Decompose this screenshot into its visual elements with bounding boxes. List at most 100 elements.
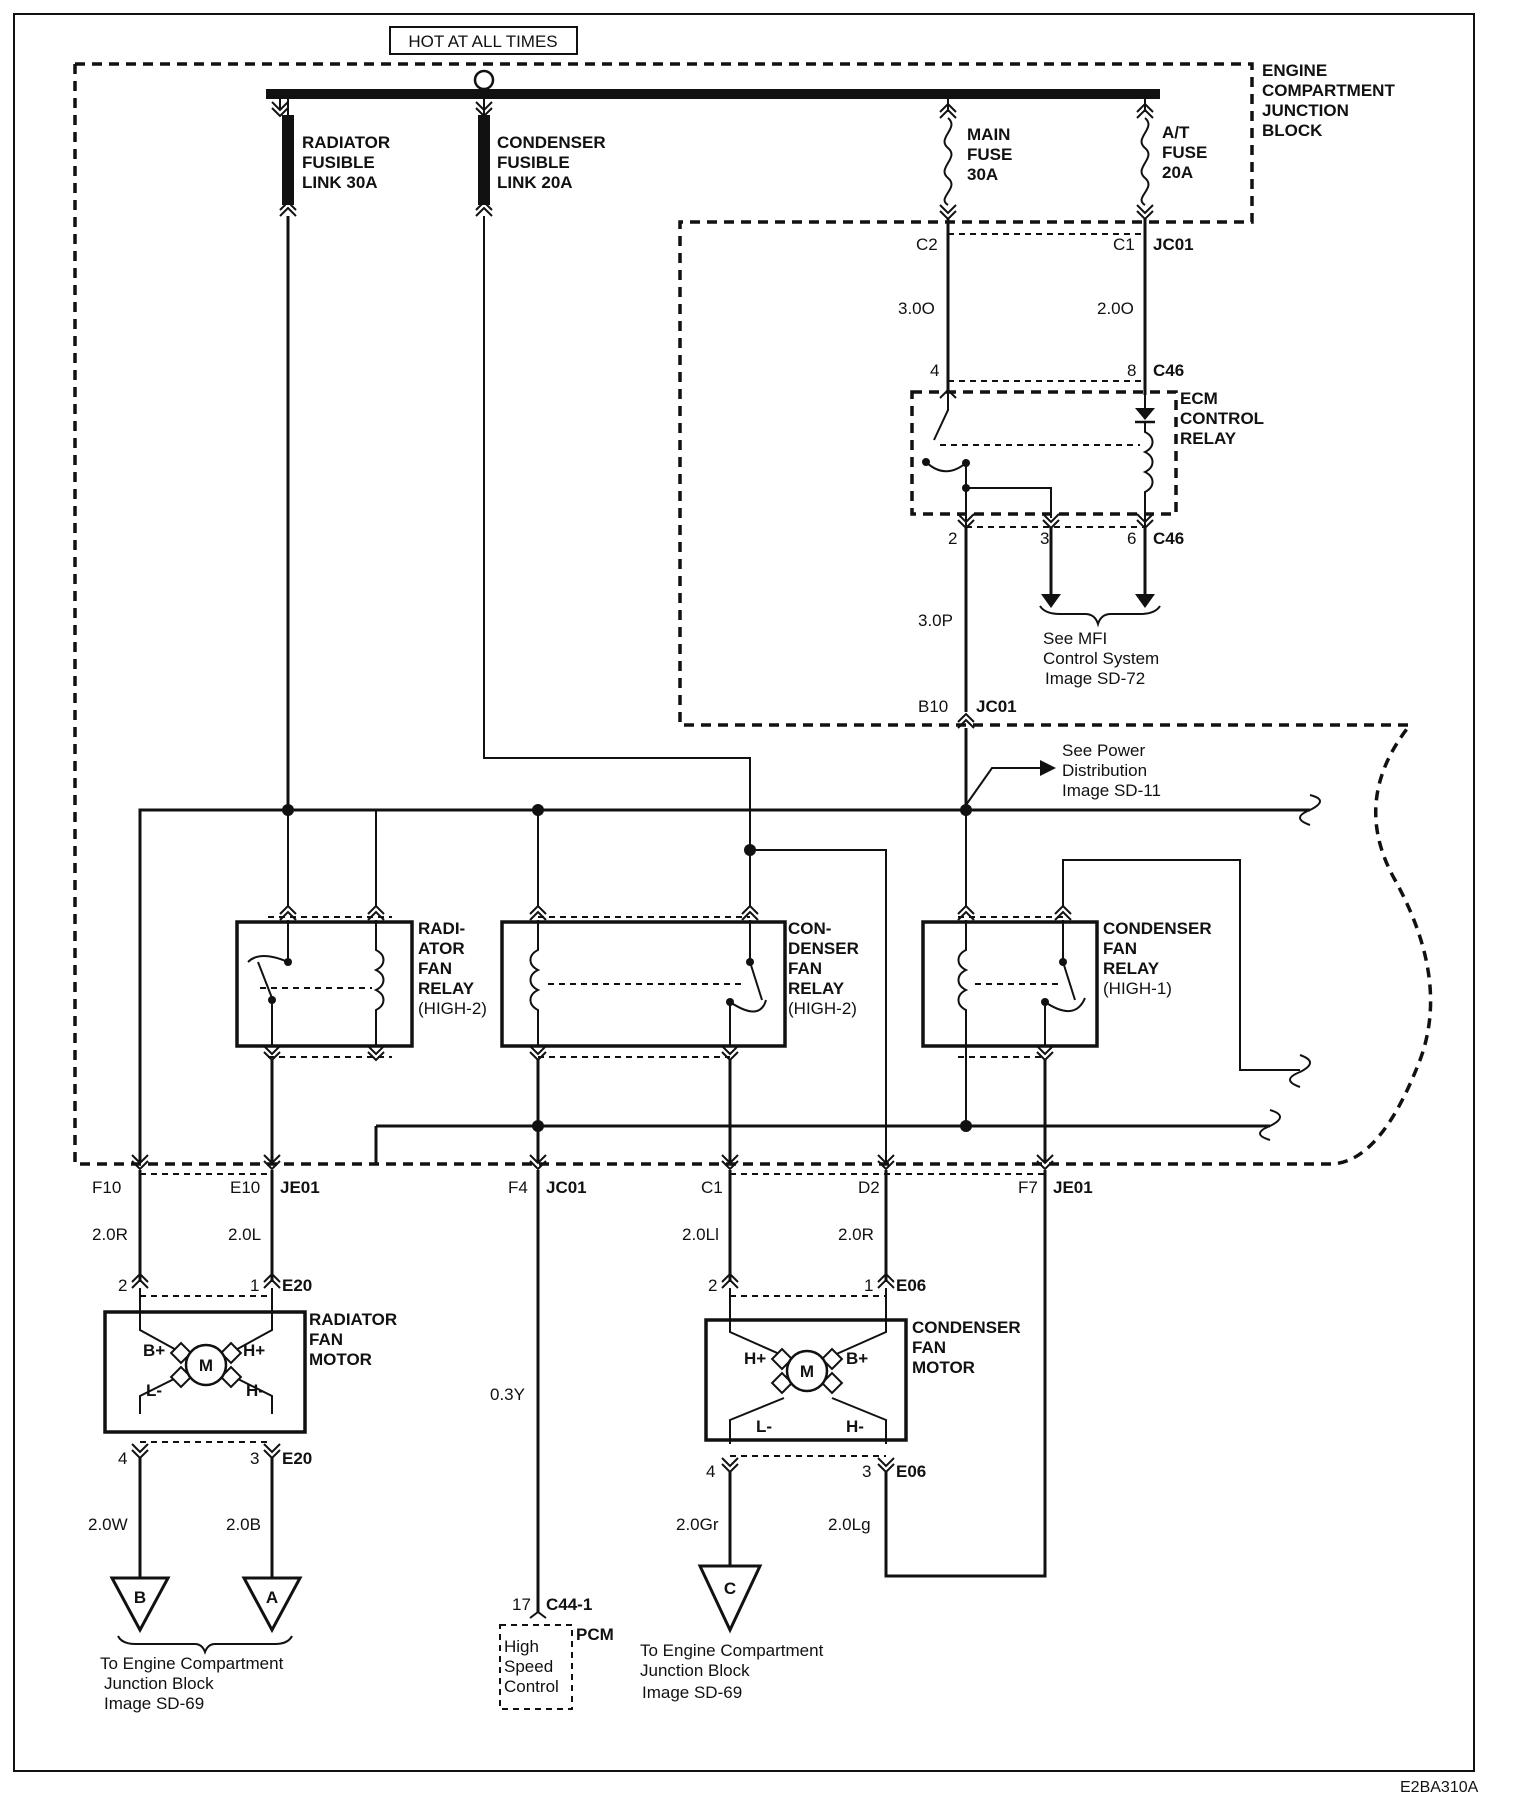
svg-text:High: High (504, 1637, 539, 1656)
mfi-brace (1039, 605, 1161, 628)
svg-text:RELAY: RELAY (1180, 429, 1237, 448)
svg-text:RELAY: RELAY (788, 979, 845, 998)
page-frame (13, 13, 1475, 1772)
connector-c2: C2 (916, 235, 938, 254)
wire-label-2.0R-right: 2.0R (838, 1225, 874, 1244)
ground-c-label: C (724, 1579, 736, 1598)
power-distribution-arrow (1040, 760, 1056, 776)
main-fuse-label: MAIN FUSE 30A (967, 125, 1012, 184)
condenser-fan-motor-label: CONDENSER FAN MOTOR (912, 1318, 1021, 1377)
condenser-fan-relay-high1 (921, 920, 1099, 1048)
bus-break-1 (1299, 794, 1321, 826)
svg-text:Junction Block: Junction Block (640, 1661, 750, 1680)
pin-2: 2 (948, 529, 957, 548)
condenser-motor-b-plus: B+ (846, 1349, 868, 1368)
svg-text:RADI-: RADI- (418, 919, 465, 938)
wire-label-2.0R-left: 2.0R (92, 1225, 128, 1244)
radiator-motor-m: M (199, 1356, 213, 1375)
svg-text:RELAY: RELAY (1103, 959, 1160, 978)
svg-text:Distribution: Distribution (1062, 761, 1147, 780)
ground-b-label: B (134, 1588, 146, 1607)
connector-f4: F4 (508, 1178, 528, 1197)
svg-text:See MFI: See MFI (1043, 629, 1107, 648)
left-ground-reference: To Engine Compartment Junction Block Ima… (100, 1654, 284, 1713)
condenser-motor-m: M (800, 1362, 814, 1381)
svg-text:Image SD-69: Image SD-69 (642, 1683, 742, 1702)
ground-a (241, 1576, 303, 1634)
pcm-high-speed-control: High Speed Control (504, 1637, 559, 1696)
svg-text:Control: Control (504, 1677, 559, 1696)
connector-e10: E10 (230, 1178, 260, 1197)
svg-text:A/T: A/T (1162, 123, 1190, 142)
ground-c (697, 1564, 763, 1634)
svg-text:Speed: Speed (504, 1657, 553, 1676)
pcm-box (499, 1624, 573, 1710)
pcm-pin-17: 17 (512, 1595, 531, 1614)
pin-rad-1: 1 (250, 1276, 259, 1295)
radiator-fan-relay-internals (247, 810, 385, 1062)
pcm-label: PCM (576, 1625, 614, 1644)
ecm-control-relay-label: ECM CONTROL RELAY (1180, 389, 1264, 448)
hot-at-all-times-label: HOT AT ALL TIMES (408, 32, 557, 51)
connector-jc01-f4: JC01 (546, 1178, 587, 1197)
pin-6: 6 (1127, 529, 1136, 548)
pin-rad-4: 4 (118, 1449, 127, 1468)
wire-label-2.0B: 2.0B (226, 1515, 261, 1534)
svg-text:LINK 20A: LINK 20A (497, 173, 573, 192)
svg-text:ENGINE: ENGINE (1262, 61, 1327, 80)
svg-text:MAIN: MAIN (967, 125, 1010, 144)
wire-label-2.0Lg: 2.0Lg (828, 1515, 871, 1534)
wire-label-2.0O: 2.0O (1097, 299, 1134, 318)
mfi-arrow-2 (1135, 594, 1155, 608)
connector-c46-top: C46 (1153, 361, 1184, 380)
ground-brace (117, 1635, 293, 1655)
connector-je01-right: JE01 (1053, 1178, 1093, 1197)
condenser-fan-relay-high2 (500, 920, 787, 1048)
svg-text:RELAY: RELAY (418, 979, 475, 998)
condenser-fan-relay-high2-label: CON- DENSER FAN RELAY (HIGH-2) (788, 919, 859, 1018)
connector-e20-top: E20 (282, 1276, 312, 1295)
svg-text:JUNCTION: JUNCTION (1262, 101, 1349, 120)
wire-label-2.0W: 2.0W (88, 1515, 128, 1534)
condenser-fan-relay-high1-label: CONDENSER FAN RELAY (HIGH-1) (1103, 919, 1212, 998)
svg-text:FUSE: FUSE (1162, 143, 1207, 162)
radiator-fan-motor-label: RADIATOR FAN MOTOR (309, 1310, 397, 1369)
wire-condenser-link (483, 216, 751, 850)
svg-text:RADIATOR: RADIATOR (309, 1310, 397, 1329)
connector-c1: C1 (1113, 235, 1135, 254)
radiator-fan-motor (103, 1310, 307, 1434)
svg-text:CONDENSER: CONDENSER (1103, 919, 1212, 938)
connector-f10: F10 (92, 1178, 121, 1197)
condenser-fan-motor-internals (729, 1288, 887, 1444)
svg-text:FUSIBLE: FUSIBLE (497, 153, 570, 172)
svg-text:MOTOR: MOTOR (912, 1358, 975, 1377)
wire-label-3.0P: 3.0P (918, 611, 953, 630)
svg-text:Image SD-69: Image SD-69 (104, 1694, 204, 1713)
radiator-motor-h-minus: H- (246, 1381, 264, 1400)
wire-to-d2 (750, 849, 887, 1163)
radiator-motor-h-plus: H+ (243, 1341, 265, 1360)
svg-text:Junction Block: Junction Block (104, 1674, 214, 1693)
mfi-arrow-1 (1041, 594, 1061, 608)
condenser-motor-l-minus: L- (756, 1417, 772, 1436)
svg-text:ATOR: ATOR (418, 939, 465, 958)
svg-text:FAN: FAN (1103, 939, 1137, 958)
connector-c46-bottom: C46 (1153, 529, 1184, 548)
svg-text:(HIGH-1): (HIGH-1) (1103, 979, 1172, 998)
svg-text:Image SD-11: Image SD-11 (1062, 781, 1161, 800)
hot-at-all-times-box (389, 26, 578, 55)
connector-f7: F7 (1018, 1178, 1038, 1197)
wire-label-3.0O: 3.0O (898, 299, 935, 318)
svg-text:RADIATOR: RADIATOR (302, 133, 390, 152)
connector-d2: D2 (858, 1178, 880, 1197)
svg-text:Control System: Control System (1043, 649, 1159, 668)
condenser-fusible-link (475, 96, 493, 217)
radiator-fan-relay-high2 (235, 920, 414, 1048)
svg-text:FAN: FAN (788, 959, 822, 978)
junction-block-upper-outline (75, 62, 1410, 727)
junction-block-label: ENGINE COMPARTMENT JUNCTION BLOCK (1262, 61, 1395, 140)
pin-8: 8 (1127, 361, 1136, 380)
connector-c1-bottom: C1 (701, 1178, 723, 1197)
bus-break-2 (1259, 1109, 1281, 1141)
at-fuse-label: A/T FUSE 20A (1162, 123, 1207, 182)
